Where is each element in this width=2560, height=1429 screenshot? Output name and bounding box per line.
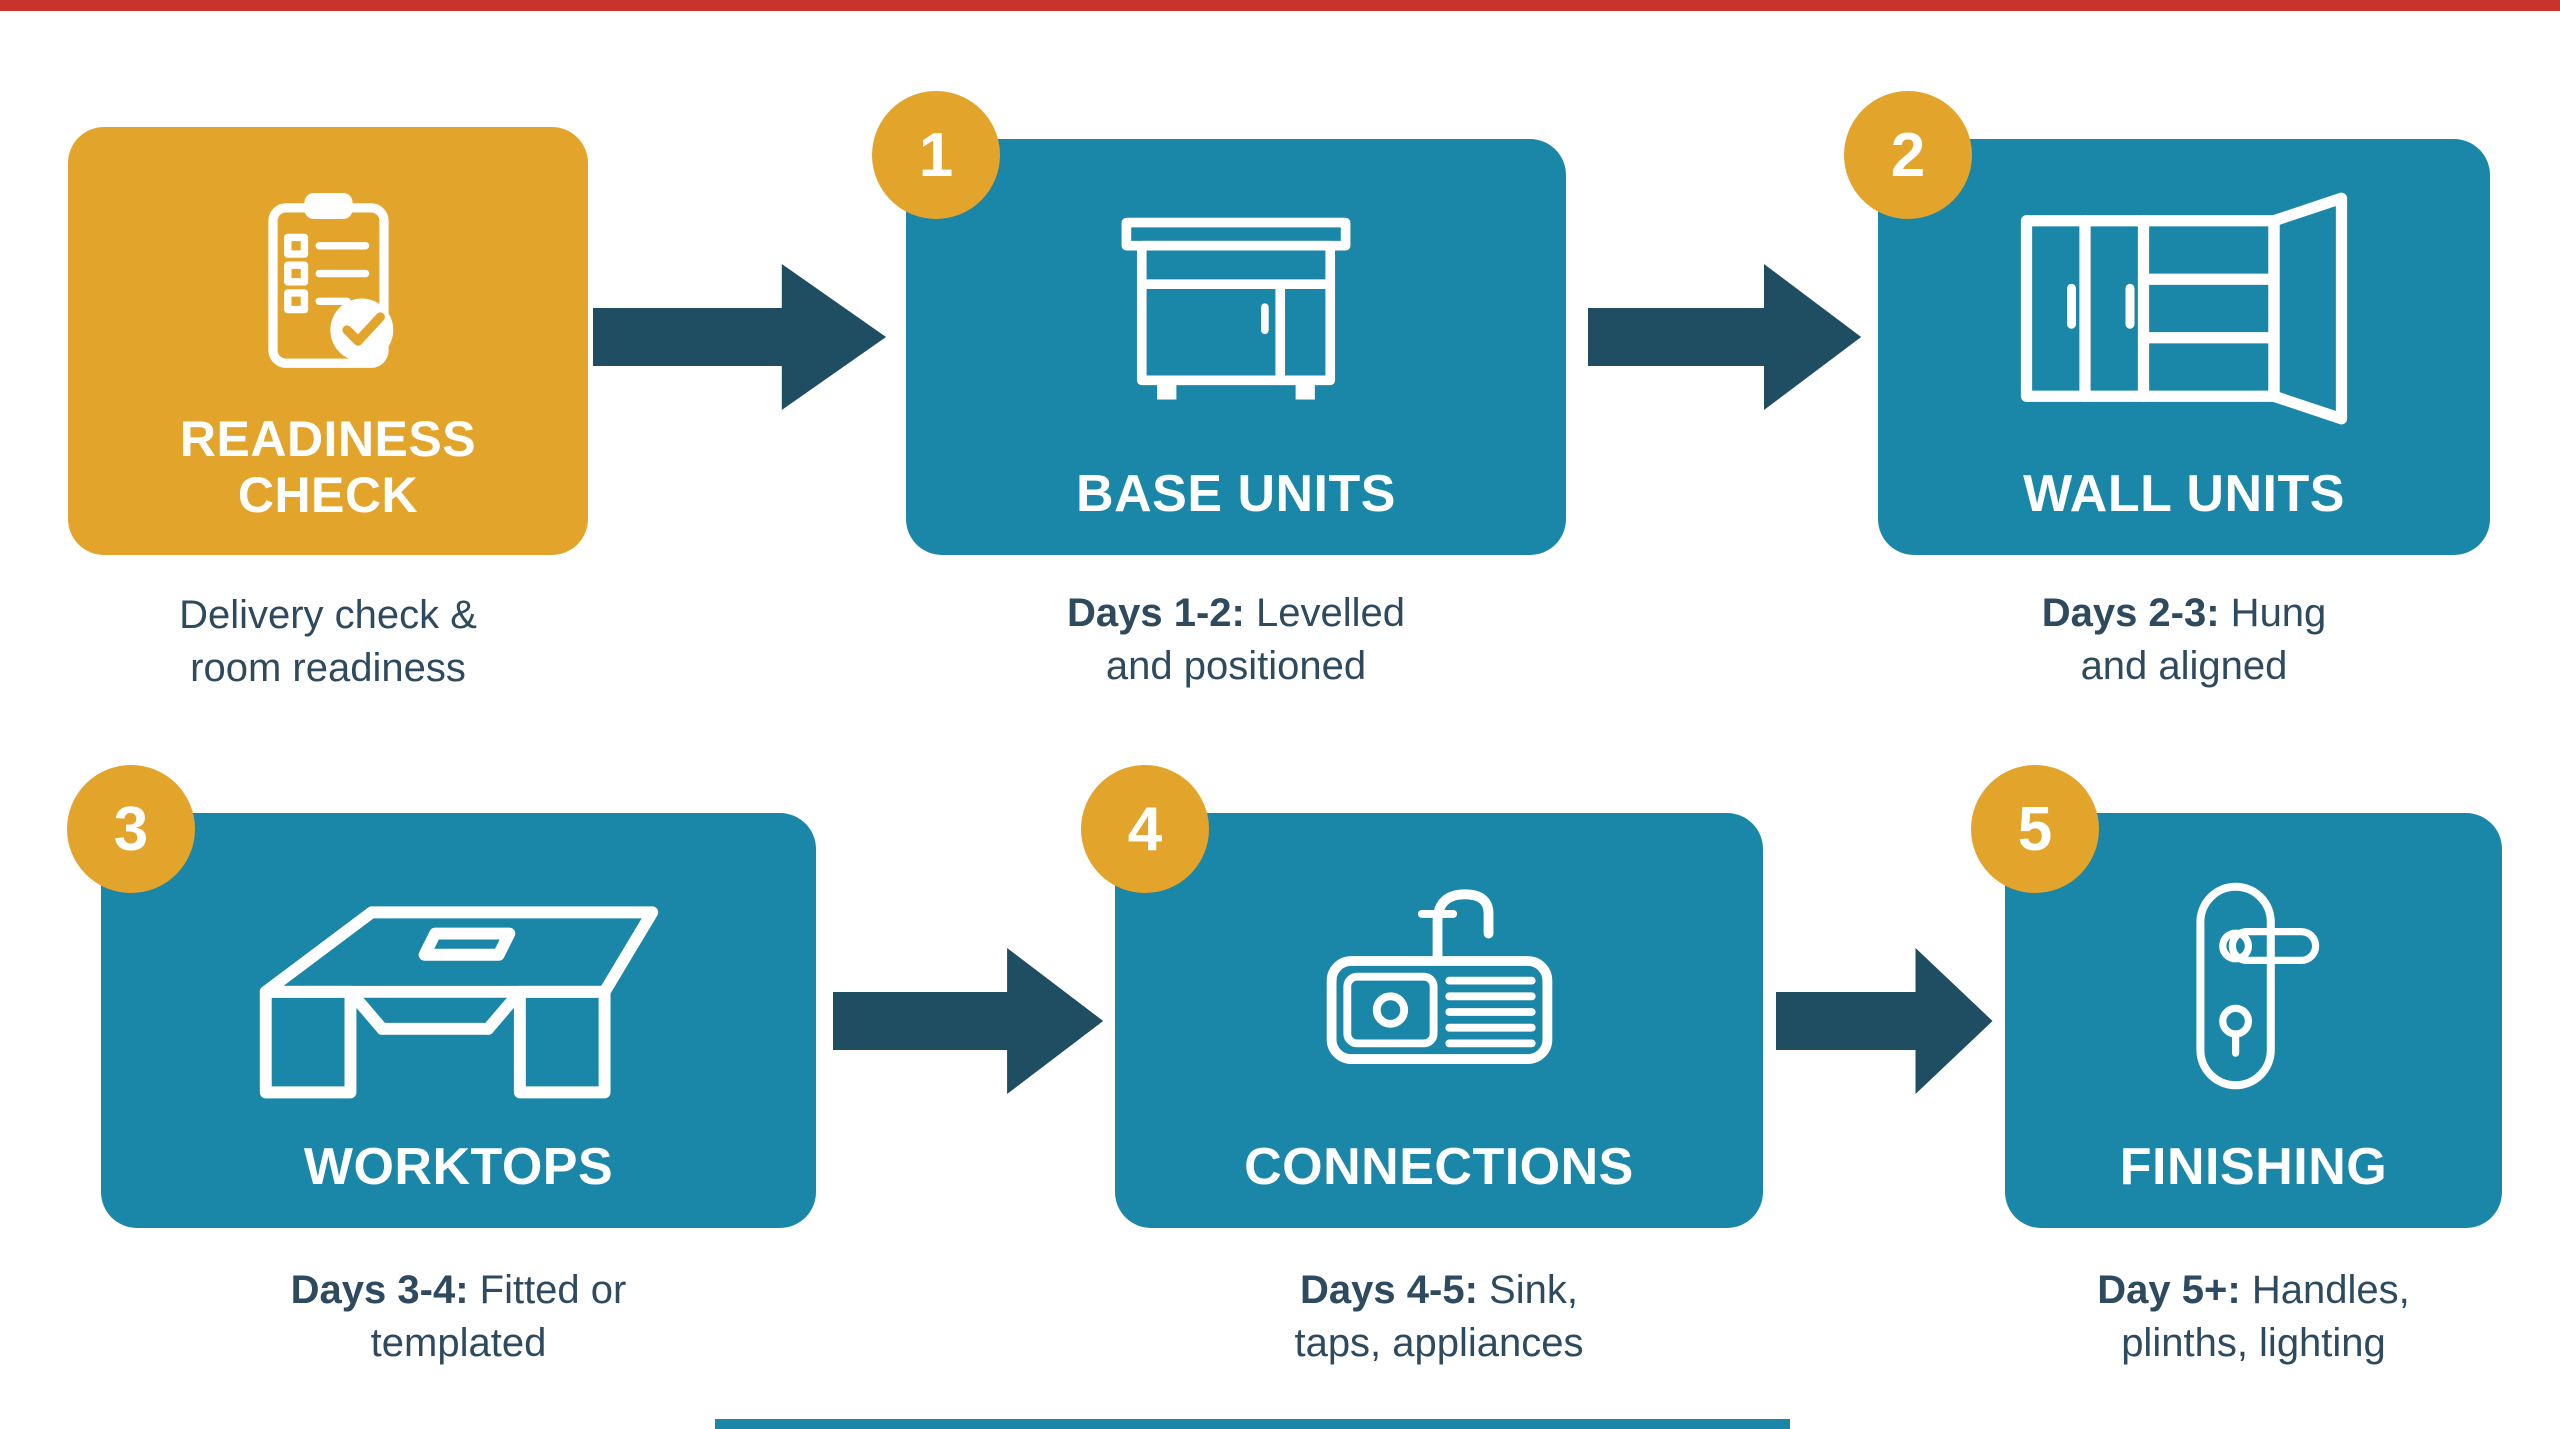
- step-title: CONNECTIONS: [1244, 1137, 1634, 1196]
- step-readiness-check: READINESS CHECK Delivery check & room re…: [68, 127, 588, 695]
- caption-bold: Days 4-5:: [1300, 1268, 1478, 1312]
- caption-line1: Delivery check &: [179, 593, 477, 637]
- step-caption: Day 5+: Handles, plinths, lighting: [2005, 1264, 2502, 1370]
- step-number-badge: 2: [1844, 91, 1972, 219]
- step-finishing: 5 FINISHING Day 5+: Handles, plinths, li…: [1971, 765, 2502, 1370]
- step-caption: Delivery check & room readiness: [68, 589, 588, 695]
- step-caption: Days 4-5: Sink, taps, appliances: [1115, 1264, 1763, 1370]
- door-handle-icon: [2029, 843, 2478, 1130]
- step-card: 2 WALL UNITS: [1844, 91, 2490, 555]
- step-caption: Days 3-4: Fitted or templated: [101, 1264, 816, 1370]
- step-number-badge: 4: [1081, 765, 1209, 893]
- step-number-badge: 5: [1971, 765, 2099, 893]
- step-wall-units: 2 WALL UNITS Days 2-3: Hung and aligned: [1844, 91, 2490, 693]
- caption-bold: Days 1-2:: [1067, 591, 1245, 635]
- step-title: WORKTOPS: [303, 1137, 614, 1196]
- caption-line1: Levelled: [1244, 591, 1405, 635]
- step-title: WALL UNITS: [2023, 464, 2345, 523]
- step-title: FINISHING: [2119, 1137, 2388, 1196]
- caption-bold: Day 5+:: [2097, 1268, 2241, 1312]
- step-connections: 4 CONNECTIONS Days 4-5: Sink,: [1081, 765, 1763, 1370]
- step-caption: Days 2-3: Hung and aligned: [1878, 587, 2490, 693]
- step-number-badge: 3: [67, 765, 195, 893]
- caption-line2: and positioned: [1105, 643, 1367, 688]
- flow-arrow: [1776, 946, 1994, 1096]
- step-card: 3 WORKTOPS: [67, 765, 816, 1228]
- wall-cabinet-icon: [1902, 169, 2466, 457]
- step-worktops: 3 WORKTOPS Days 3-4: Fitted or templated: [67, 765, 816, 1370]
- caption-bold: Days 3-4:: [290, 1268, 469, 1312]
- step-card: 1 BASE UNITS: [872, 91, 1566, 555]
- step-card: 4 CONNECTIONS: [1081, 765, 1763, 1228]
- caption-line2: plinths, lighting: [2121, 1320, 2386, 1365]
- clipboard-checklist-icon: [92, 157, 564, 403]
- caption-line2: and aligned: [2080, 643, 2288, 688]
- bottom-accent-strip: [715, 1419, 1790, 1429]
- flow-arrow: [1588, 262, 1863, 412]
- base-cabinet-icon: [930, 169, 1542, 457]
- caption-line1: Fitted or: [468, 1268, 627, 1312]
- step-title: READINESS CHECK: [179, 411, 477, 523]
- step-number-badge: 1: [872, 91, 1000, 219]
- flow-arrow: [833, 946, 1105, 1096]
- step-base-units: 1 BASE UNITS Days 1-2: Levelled and posi…: [872, 91, 1566, 693]
- flow-arrow: [593, 262, 888, 412]
- caption-line2: taps, appliances: [1294, 1320, 1584, 1365]
- top-accent-strip: [0, 0, 2560, 11]
- kitchen-sink-icon: [1139, 843, 1739, 1130]
- worktop-icon: [125, 843, 792, 1130]
- caption-line2: templated: [370, 1320, 547, 1365]
- caption-line1: Sink,: [1477, 1268, 1578, 1312]
- step-card: READINESS CHECK: [68, 127, 588, 555]
- caption-line2: room readiness: [190, 645, 466, 690]
- step-caption: Days 1-2: Levelled and positioned: [906, 587, 1566, 693]
- caption-line1: Handles,: [2240, 1268, 2410, 1312]
- step-card: 5 FINISHING: [1971, 765, 2502, 1228]
- caption-bold: Days 2-3:: [2041, 591, 2220, 635]
- caption-line1: Hung: [2219, 591, 2327, 635]
- step-title: BASE UNITS: [1076, 464, 1396, 523]
